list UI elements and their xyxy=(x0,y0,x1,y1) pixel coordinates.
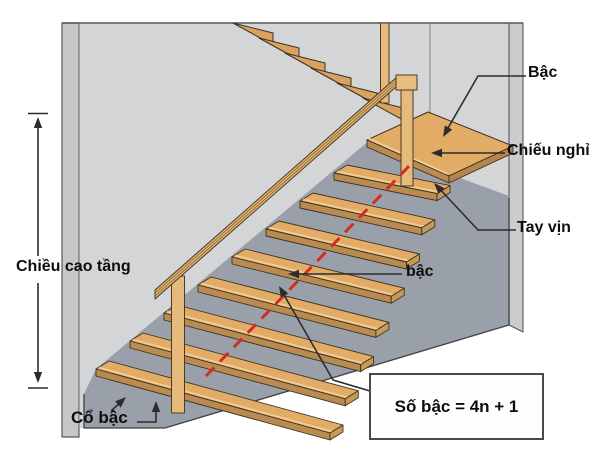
landing-newel-post xyxy=(395,74,418,187)
formula-text: Số bậc = 4n + 1 xyxy=(394,396,519,416)
label-landing: Chiếu nghỉ xyxy=(507,142,590,159)
label-step-mid: bậc xyxy=(406,263,434,280)
label-step-top: Bậc xyxy=(528,64,558,81)
leader-lines xyxy=(110,75,526,423)
label-handrail: Tay vịn xyxy=(517,219,571,236)
upper-rail-post xyxy=(380,22,390,104)
bottom-newel-post xyxy=(171,275,185,414)
label-floor-height: Chiều cao tầng xyxy=(16,258,131,275)
floor-height-dimension xyxy=(28,112,48,389)
walking-line xyxy=(204,161,414,378)
upper-flight-steps xyxy=(232,22,404,121)
handrail xyxy=(154,76,398,300)
label-riser: Cổ bậc xyxy=(71,408,128,427)
formula-box: Số bậc = 4n + 1 xyxy=(369,373,544,440)
